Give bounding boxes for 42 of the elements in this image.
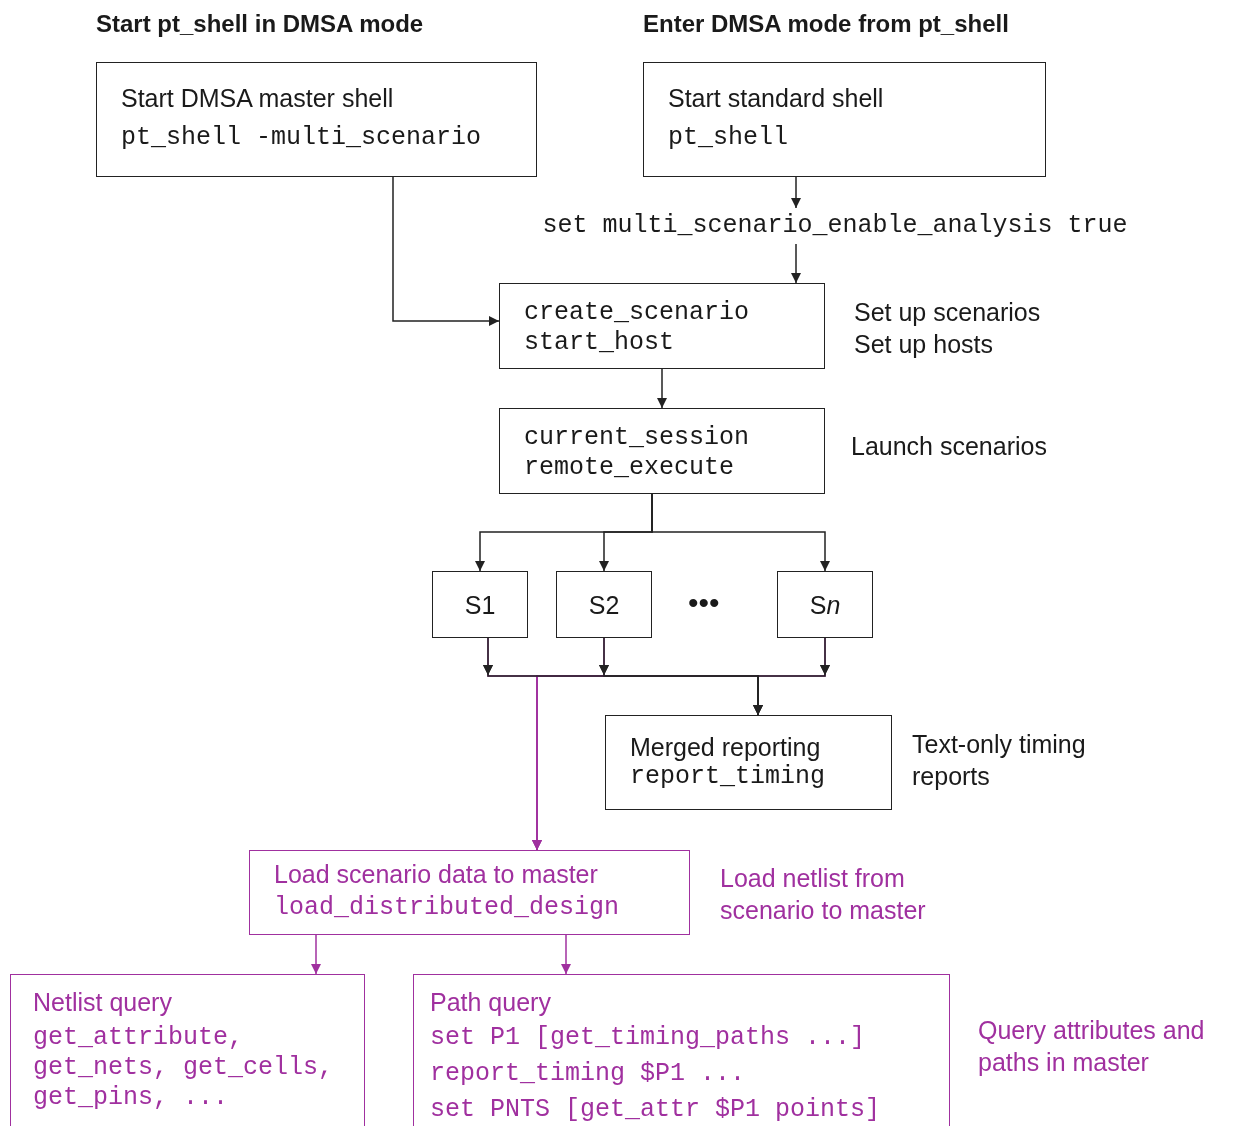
process-box (777, 571, 873, 638)
annotation-text: Query attributes and paths in master (978, 1015, 1206, 1078)
box-title: Merged reporting (630, 732, 822, 762)
process-box (499, 408, 825, 494)
process-box (643, 62, 1046, 177)
process-box (499, 283, 825, 369)
box-title: Start standard shell (668, 83, 885, 113)
command-text: load_distributed_design (274, 893, 621, 923)
box-title: Start DMSA master shell (121, 83, 395, 113)
command-text: set PNTS [get_attr $P1 points] (430, 1095, 882, 1125)
command-text: get_attribute, get_nets, get_cells, get_pins, ... (33, 1023, 335, 1113)
annotation-text: Set up hosts (854, 329, 994, 360)
process-box (605, 715, 892, 810)
command-text: report_timing (630, 762, 827, 792)
process-box (10, 974, 365, 1126)
command-text: pt_shell -multi_scenario (121, 123, 483, 153)
process-box (96, 62, 537, 177)
annotation-text: Text-only timing reports (912, 729, 1087, 792)
box-title: S1 (464, 589, 496, 620)
command-text: report_timing $P1 ... (430, 1059, 747, 1089)
column-heading: Enter DMSA mode from pt_shell (643, 9, 1009, 39)
box-title: Netlist query (33, 987, 173, 1017)
process-box (249, 850, 690, 935)
command-text: current_session (524, 423, 751, 453)
annotation-text: Launch scenarios (851, 431, 1047, 462)
box-title: Load scenario data to master (274, 859, 599, 889)
annotation-text: Set up scenarios (854, 297, 1041, 328)
command-text: create_scenario (524, 298, 751, 328)
ellipsis-text: ••• (688, 587, 720, 619)
process-box (556, 571, 652, 638)
annotation-text: Load netlist from scenario to master (720, 863, 927, 926)
command-text: pt_shell (668, 123, 790, 153)
box-title: S2 (588, 589, 620, 620)
command-text: remote_execute (524, 453, 736, 483)
command-text: set multi_scenario_enable_analysis true (542, 211, 1128, 241)
column-heading: Start pt_shell in DMSA mode (96, 9, 424, 39)
process-box (432, 571, 528, 638)
box-title: Path query (430, 987, 552, 1017)
box-title: Sn (809, 589, 841, 620)
command-text: set P1 [get_timing_paths ...] (430, 1023, 867, 1053)
command-text: start_host (524, 328, 676, 358)
process-box (413, 974, 950, 1126)
